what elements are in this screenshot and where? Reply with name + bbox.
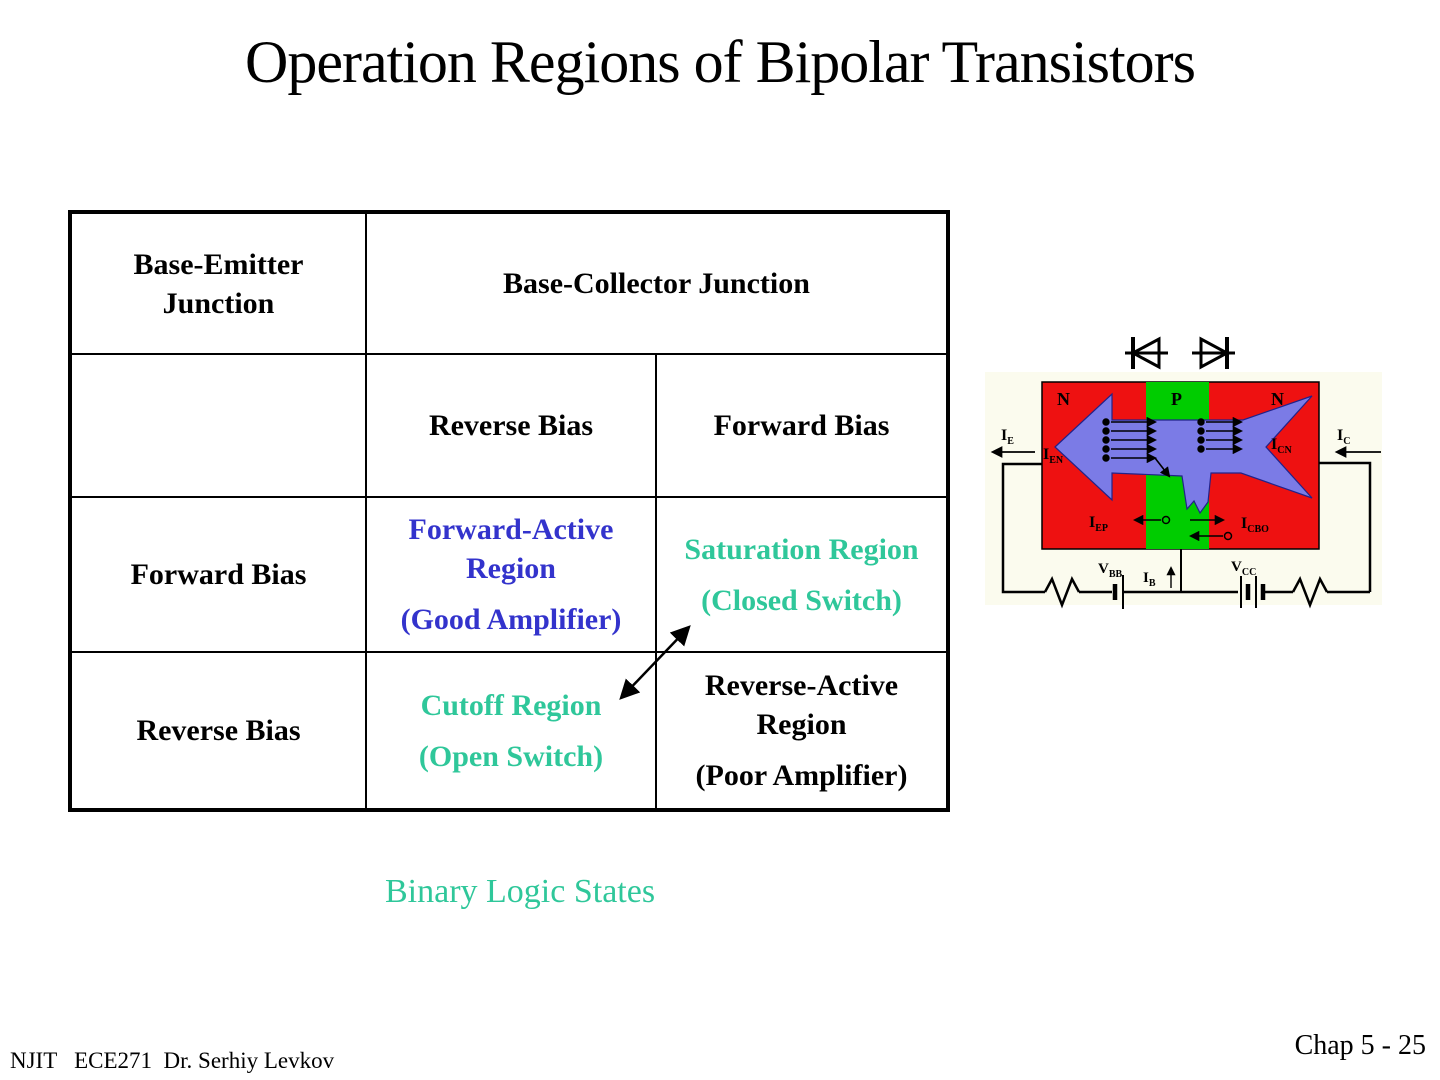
cell-text: Base-Collector Junction [503, 267, 810, 300]
base-p-label: P [1171, 389, 1182, 409]
bjt-current-flow-figure: N P N IE IEN ICN IC IEP ICBO [985, 336, 1382, 609]
icbo-label: ICBO [1241, 515, 1269, 535]
cell-subtext: (Open Switch) [418, 739, 604, 773]
double-arrow-line [619, 625, 691, 700]
cell-reverse-bias-col: Reverse Bias [367, 355, 657, 498]
junction-diode-symbols [1125, 336, 1235, 370]
vbb-label: VBB [1098, 561, 1123, 580]
cutoff-saturation-arrow [619, 625, 691, 700]
cell-cutoff-region: Cutoff Region (Open Switch) [367, 653, 657, 808]
cell-text: Cutoff Region [420, 688, 602, 722]
recombination-arrow [1154, 457, 1171, 478]
cell-reverse-bias-row-label: Reverse Bias [72, 653, 367, 808]
cell-text: Saturation Region [684, 532, 919, 566]
emitter-resistor [1043, 576, 1081, 609]
cell-forward-bias-col: Forward Bias [657, 355, 946, 498]
cell-text: Forward Bias [130, 558, 307, 591]
cell-text: Reverse Bias [428, 409, 594, 442]
cell-text: Forward Bias [713, 409, 890, 442]
icn-label: ICN [1271, 436, 1292, 456]
cell-subtext: (Closed Switch) [701, 583, 902, 617]
cell-text: Reverse-Active Region [704, 669, 899, 741]
collector-wire [1319, 461, 1372, 592]
electron-dots-emitter [1102, 416, 1158, 464]
cell-subtext: (Good Amplifier) [400, 603, 622, 636]
electron-dots-collector [1197, 416, 1244, 455]
iep-label: IEP [1089, 514, 1108, 534]
iep-hole-circle [1161, 515, 1171, 525]
collector-n-label: N [1271, 389, 1284, 409]
cell-text: Reverse Bias [136, 714, 301, 747]
ien-label: IEN [1043, 446, 1064, 466]
emitter-wire [1001, 462, 1045, 594]
ic-label: IC [1337, 427, 1350, 447]
cell-text: Base-Emitter Junction [133, 247, 304, 320]
cell-base-collector-junction: Base-Collector Junction [367, 214, 946, 355]
page-title: Operation Regions of Bipolar Transistors [245, 29, 1196, 95]
diode-left-triangle [1129, 336, 1161, 370]
cell-blank [72, 355, 367, 498]
binary-logic-states-caption: Binary Logic States [385, 873, 656, 910]
cell-saturation-region: Saturation Region (Closed Switch) [657, 498, 946, 653]
cell-subtext: (Poor Amplifier) [695, 759, 908, 792]
vcc-label: VCC [1231, 559, 1256, 578]
cell-reverse-active-region: Reverse-Active Region (Poor Amplifier) [657, 653, 946, 808]
cell-forward-bias-row-label: Forward Bias [72, 498, 367, 653]
collector-resistor [1291, 576, 1329, 609]
diode-right-triangle [1199, 336, 1231, 370]
ie-label: IE [1001, 427, 1014, 447]
cell-forward-active-region: Forward-Active Region (Good Amplifier) [367, 498, 657, 653]
footer-page-number: Chap 5 - 25 [1294, 1030, 1426, 1061]
footer-course-info: NJIT ECE271 Dr. Serhiy Levkov [10, 1048, 335, 1073]
operation-regions-table: Base-Emitter Junction Base-Collector Jun… [68, 210, 950, 812]
cell-text: Forward-Active Region [408, 513, 614, 585]
bias-circuit-wires [1001, 461, 1372, 609]
ib-label: IB [1143, 570, 1156, 589]
icbo-hole-circle [1223, 531, 1233, 541]
emitter-n-label: N [1057, 389, 1070, 409]
cell-base-emitter-junction: Base-Emitter Junction [72, 214, 367, 355]
